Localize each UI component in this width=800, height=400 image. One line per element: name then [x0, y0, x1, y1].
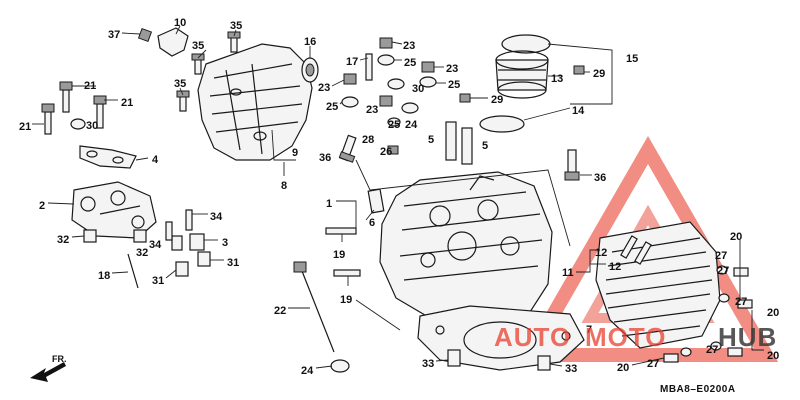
watermark-brand-auto: AUTO: [494, 322, 571, 352]
callout-c21b: 21: [121, 97, 133, 109]
callout-c36b: 36: [594, 172, 606, 184]
callout-c34a: 34: [210, 211, 223, 223]
rocker-arm-holder: [71, 181, 157, 239]
callout-c32b: 32: [136, 247, 148, 259]
valve-guides: [445, 121, 473, 165]
callout-c30a: 30: [412, 83, 424, 95]
spark-plug-left: [338, 134, 357, 163]
callout-c15: 15: [626, 53, 638, 65]
callout-c27c: 27: [735, 296, 747, 308]
spark-plug-right: [564, 149, 580, 181]
callout-c20d: 20: [617, 362, 629, 374]
watermark-brand-hub: HUB: [718, 322, 777, 352]
gasket-4: [79, 145, 137, 169]
front-marker-label: FR.: [52, 354, 67, 364]
callout-c5b: 5: [482, 140, 488, 152]
small-parts-left: [83, 209, 211, 277]
callout-c33a: 33: [422, 358, 434, 370]
head-bolt-22: [293, 261, 350, 373]
dowels-33: [447, 349, 551, 371]
callout-c25a: 25: [404, 57, 416, 69]
callout-c8: 8: [281, 180, 287, 192]
watermark-brand-moto: MOTO: [585, 322, 667, 352]
callout-c20b: 20: [767, 307, 779, 319]
callout-c18: 18: [98, 270, 110, 282]
callout-c36a: 36: [319, 152, 331, 164]
callout-c25c: 25: [326, 101, 338, 113]
callout-c23d: 23: [366, 104, 378, 116]
callout-c7: 7: [586, 324, 592, 336]
callout-c21a: 21: [84, 80, 96, 92]
callout-c29b: 29: [593, 68, 605, 80]
watermark-text: AUTO MOTO HUB: [494, 322, 777, 352]
bolts-21: [41, 81, 107, 135]
callout-c31b: 31: [152, 275, 164, 287]
breather-bracket: [137, 27, 189, 57]
callout-c19a: 19: [333, 249, 345, 261]
callout-c23b: 23: [446, 63, 458, 75]
callout-c12a: 12: [595, 247, 607, 259]
callout-c23a: 23: [403, 40, 415, 52]
callout-c12b: 12: [609, 261, 621, 273]
callout-c25d: 25: [388, 119, 400, 131]
callout-c10: 10: [174, 17, 186, 29]
callout-c1: 1: [326, 198, 332, 210]
callout-c27e: 27: [647, 358, 659, 370]
cap-nuts: [341, 37, 437, 155]
cylinder-head: [379, 171, 553, 323]
dowel-6: [367, 188, 385, 214]
callout-c27a: 27: [715, 250, 727, 262]
stud-18: [127, 253, 139, 289]
callout-c6: 6: [369, 217, 375, 229]
callout-c14: 14: [572, 105, 585, 117]
callout-c28: 28: [362, 134, 374, 146]
callout-c29a: 29: [491, 94, 503, 106]
callout-c26: 26: [380, 146, 392, 158]
callout-c13: 13: [551, 73, 563, 85]
callout-c32a: 32: [57, 234, 69, 246]
leader-lines: [32, 25, 764, 369]
callout-c23c: 23: [318, 82, 330, 94]
callout-c37: 37: [108, 29, 120, 41]
callout-c31a: 31: [227, 257, 239, 269]
callout-c17: 17: [346, 56, 358, 68]
diagram-code: MBA8–E0200A: [660, 384, 736, 395]
callout-c27b: 27: [717, 265, 729, 277]
grommet-16: [301, 57, 319, 83]
callout-c22: 22: [274, 305, 286, 317]
callout-c35a: 35: [230, 20, 242, 32]
callout-c30b: 30: [86, 120, 98, 132]
callout-c35b: 35: [192, 40, 204, 52]
callout-c11: 11: [562, 267, 574, 279]
callout-c25b: 25: [448, 79, 460, 91]
cylinder-cover: [595, 221, 721, 349]
callout-c3: 3: [222, 237, 228, 249]
callout-c20a: 20: [730, 231, 742, 243]
cover-screws: [663, 265, 753, 363]
front-direction-arrow: FR.: [30, 354, 67, 382]
callout-c20c: 20: [767, 350, 779, 362]
callout-c9: 9: [292, 147, 298, 159]
callout-c21c: 21: [19, 121, 31, 133]
callout-c27d: 27: [706, 344, 718, 356]
callout-c16: 16: [304, 36, 316, 48]
callout-c4: 4: [152, 154, 159, 166]
callout-c24a: 24: [405, 119, 418, 131]
callout-c2: 2: [39, 200, 45, 212]
callout-c35c: 35: [174, 78, 186, 90]
rocker-cover: [197, 43, 313, 161]
callout-c5a: 5: [428, 134, 434, 146]
callout-c19b: 19: [340, 294, 352, 306]
intake-insulator: [459, 34, 585, 133]
callout-c34b: 34: [149, 239, 162, 251]
callout-c24b: 24: [301, 365, 314, 377]
callout-c33b: 33: [565, 363, 577, 375]
